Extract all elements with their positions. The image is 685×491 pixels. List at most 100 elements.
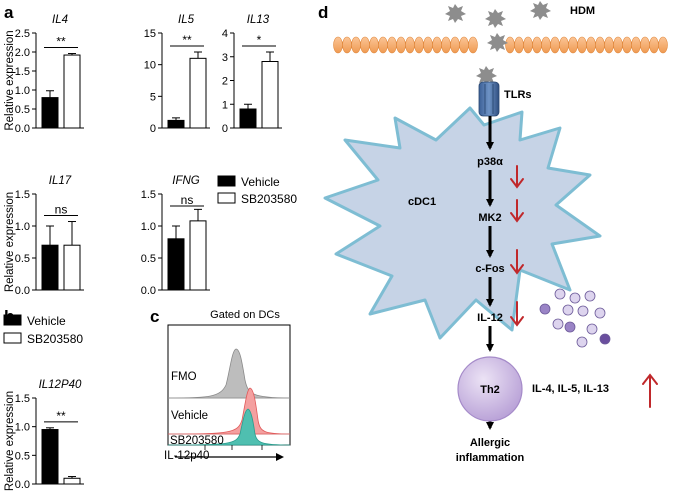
y-tick-label: 1.5 — [141, 189, 156, 201]
bar-sb203580 — [63, 54, 81, 129]
y-tick-label: 0 — [222, 123, 228, 135]
pathway-step-il12: IL-12 — [477, 312, 503, 324]
decrease-arrow-icon — [510, 199, 524, 223]
flow-panel: Gated on DCs FMO Vehicle SB203580 IL-12p… — [164, 309, 291, 462]
membrane-lipid — [541, 36, 551, 54]
y-tick-label: 1.0 — [141, 221, 156, 233]
y-tick-label: 1.5 — [15, 66, 30, 78]
hdm-particle — [485, 9, 506, 28]
y-tick-label: 1.5 — [15, 393, 30, 405]
flow-row-label-fmo: FMO — [171, 371, 197, 383]
chart-title: IL13 — [247, 14, 270, 26]
cell-membrane — [333, 36, 668, 54]
membrane-lipid — [369, 36, 379, 54]
membrane-lipid — [414, 36, 424, 54]
membrane-lipid — [532, 36, 542, 54]
y-tick-label: 0.0 — [15, 479, 30, 491]
y-tick-label: 0.5 — [141, 253, 156, 265]
legend-swatch-sb203580 — [217, 192, 236, 204]
hdm-particle — [445, 4, 466, 23]
cytokine-particle — [554, 288, 566, 300]
significance-label: ** — [56, 409, 66, 423]
legend-swatch-vehicle — [217, 175, 236, 187]
membrane-lipid — [450, 36, 460, 54]
bar-sb203580 — [189, 57, 207, 129]
bar-vehicle — [41, 97, 59, 129]
y-tick-label: 10 — [144, 60, 156, 72]
membrane-lipid — [658, 36, 668, 54]
membrane-lipid — [613, 36, 623, 54]
legend-b-swatch-sb203580 — [3, 332, 22, 344]
y-tick-label: 4 — [222, 28, 228, 40]
significance-label: ns — [55, 203, 68, 217]
hdm-label: HDM — [570, 5, 595, 17]
bar-vehicle — [167, 238, 185, 291]
significance-label: ns — [181, 193, 194, 207]
cytokine-particle — [552, 318, 564, 330]
membrane-lipid — [468, 36, 478, 54]
cytokine-particle — [576, 336, 588, 348]
membrane-lipid — [631, 36, 641, 54]
cytokine-particle — [586, 323, 598, 335]
y-axis-label: Relative expression — [4, 30, 16, 130]
panel-label-d: d — [318, 3, 328, 22]
cytokine-particle — [539, 303, 551, 315]
bar-vehicle — [167, 119, 185, 129]
membrane-lipid — [640, 36, 650, 54]
pathway-step-mk2: MK2 — [478, 212, 501, 224]
y-tick-label: 1.5 — [15, 189, 30, 201]
sb203580-histogram — [167, 408, 291, 446]
membrane-lipid — [595, 36, 605, 54]
y-tick-label: 5 — [150, 91, 156, 103]
membrane-lipid — [333, 36, 343, 54]
legend-b-label-vehicle: Vehicle — [27, 314, 66, 328]
panel-label-a: a — [4, 3, 14, 22]
significance-label: ** — [182, 33, 192, 47]
legend-b: Vehicle SB203580 — [3, 314, 83, 346]
bar-sb203580 — [261, 61, 279, 129]
membrane-lipid — [378, 36, 388, 54]
y-tick-label: 0.0 — [15, 123, 30, 135]
panel-label-c: c — [150, 307, 159, 326]
membrane-lipid — [523, 36, 533, 54]
significance-label: ** — [56, 35, 66, 49]
membrane-lipid — [649, 36, 659, 54]
y-axis-label: Relative expression — [4, 192, 16, 292]
y-tick-label: 1.0 — [15, 85, 30, 97]
y-tick-label: 0.5 — [15, 104, 30, 116]
membrane-lipid — [342, 36, 352, 54]
membrane-lipid — [351, 36, 361, 54]
th2-cell — [457, 356, 523, 422]
membrane-lipid — [459, 36, 469, 54]
membrane-lipid — [604, 36, 614, 54]
y-tick-label: 0 — [150, 123, 156, 135]
flow-row-label-sb203580: SB203580 — [170, 435, 224, 447]
pathway-panel: HDM cDC1 TLRs p38α MK2 c-Fos IL-12 — [323, 1, 668, 464]
membrane-lipid — [586, 36, 596, 54]
y-tick-label: 1.0 — [15, 221, 30, 233]
chart-title: IL4 — [52, 14, 68, 26]
membrane-lipid — [387, 36, 397, 54]
legend-label-vehicle: Vehicle — [241, 175, 280, 189]
tlrs-label: TLRs — [504, 89, 532, 101]
decrease-arrow-icon — [510, 165, 524, 189]
il12-particles — [539, 288, 611, 348]
hdm-particle — [530, 1, 551, 20]
membrane-lipid — [505, 36, 515, 54]
hdm-particles — [445, 1, 551, 85]
cytokine-particle — [562, 304, 574, 316]
cytokine-particle — [599, 333, 611, 345]
vehicle-histogram — [167, 387, 291, 435]
th2-label: Th2 — [480, 384, 500, 396]
membrane-lipid — [423, 36, 433, 54]
bar-vehicle — [41, 429, 59, 485]
y-tick-label: 15 — [144, 28, 156, 40]
outcome-label-line1: Allergic — [470, 437, 510, 449]
cytokine-particle — [569, 292, 581, 304]
cdc1-label: cDC1 — [408, 196, 436, 208]
y-tick-label: 0.0 — [141, 285, 156, 297]
